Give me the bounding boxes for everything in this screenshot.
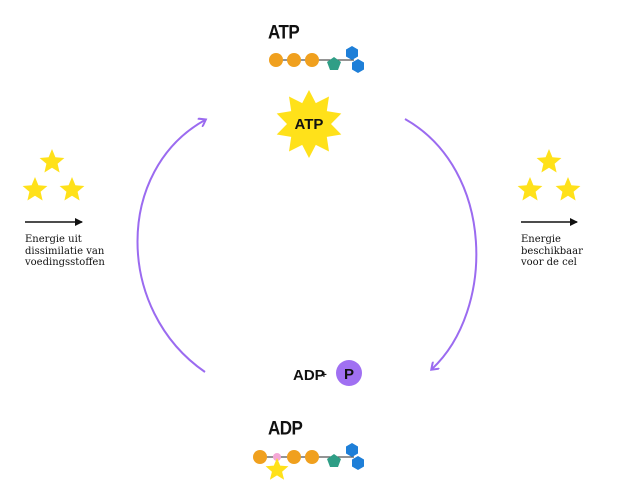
left-caption-line-2: dissimilatie van <box>25 245 105 257</box>
right-star-top <box>536 149 562 173</box>
atp-adenine-hexagon-2 <box>352 59 364 73</box>
phosphate-circle <box>336 360 362 386</box>
hydrolysis-arrow <box>404 118 478 369</box>
atp-energy-star: ATP <box>276 90 342 158</box>
left-star-bottom-left <box>22 177 48 201</box>
atp-ribose-pentagon <box>327 57 341 70</box>
atp-title: ATP <box>268 21 300 43</box>
adp-energy-star <box>265 458 289 480</box>
adp-title: ADP <box>268 417 303 439</box>
atp-burst-shape <box>276 90 342 158</box>
adp-adenine-hexagon-2 <box>352 456 364 470</box>
adp-pink-link <box>273 453 281 461</box>
right-energy-stars <box>517 149 581 201</box>
atp-phosphate-bead-2 <box>287 53 301 67</box>
phosphate-label: P <box>344 366 354 383</box>
adp-text: ADP <box>293 367 325 384</box>
right-caption-line-3: voor de cel <box>521 257 577 268</box>
plus-sign: + <box>321 370 327 381</box>
right-caption: Energie beschikbaar voor de cel <box>521 234 583 269</box>
adp-molecule <box>253 443 364 480</box>
adp-phosphate-bead-1 <box>287 450 301 464</box>
left-caption: Energie uit dissimilatie van voedingssto… <box>25 234 105 269</box>
atp-adenine-hexagon-1 <box>346 46 358 60</box>
right-star-bottom-right <box>555 177 581 201</box>
atp-phosphate-bead-1 <box>269 53 283 67</box>
left-caption-line-1: Energie uit <box>25 234 82 245</box>
left-energy-stars <box>22 149 85 201</box>
left-star-bottom-right <box>59 177 85 201</box>
atp-molecule <box>269 46 364 73</box>
left-caption-line-3: voedingsstoffen <box>25 257 105 268</box>
right-caption-line-2: beschikbaar <box>521 245 583 257</box>
adp-adenine-hexagon-1 <box>346 443 358 457</box>
left-star-top <box>39 149 65 173</box>
adp-free-phosphate-bead <box>253 450 267 464</box>
right-caption-line-1: Energie <box>521 234 561 245</box>
synthesis-arrow <box>136 120 206 373</box>
atp-star-label: ATP <box>295 116 324 133</box>
right-star-bottom-left <box>517 177 543 201</box>
adp-ribose-pentagon <box>327 454 341 467</box>
atp-phosphate-bead-3 <box>305 53 319 67</box>
adp-phosphate-bead-2 <box>305 450 319 464</box>
adp-plus-phosphate: ADP + P <box>293 360 362 386</box>
